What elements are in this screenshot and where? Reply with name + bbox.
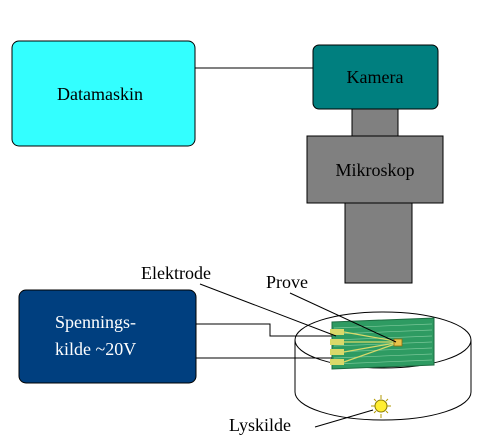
electrode-pointer <box>199 283 337 337</box>
light-bulb-icon <box>371 395 391 418</box>
supply-wires <box>196 323 332 359</box>
electrode-pads <box>330 329 344 365</box>
electrode-fingers <box>343 331 396 363</box>
power-supply-label-line2: kilde ~20V <box>55 339 136 359</box>
power-supply-block: Spennings- kilde ~20V <box>18 289 197 384</box>
camera-block: Kamera <box>312 44 439 110</box>
computer-block: Datamaskin <box>11 40 196 147</box>
microscope-block: Mikroskop <box>306 107 444 284</box>
sample-pointer <box>289 292 397 343</box>
sample-chip <box>330 317 435 370</box>
sample-label: Prove <box>266 272 308 292</box>
power-supply-label-line1: Spennings- <box>55 312 136 332</box>
microscope-label: Mikroskop <box>335 160 414 180</box>
computer-label: Datamaskin <box>57 84 143 104</box>
light-source-pointer <box>314 409 374 428</box>
camera-label: Kamera <box>347 67 404 87</box>
light-source-label: Lyskilde <box>229 415 291 435</box>
electrode-label: Elektrode <box>141 263 211 283</box>
sample-spot <box>393 338 403 347</box>
